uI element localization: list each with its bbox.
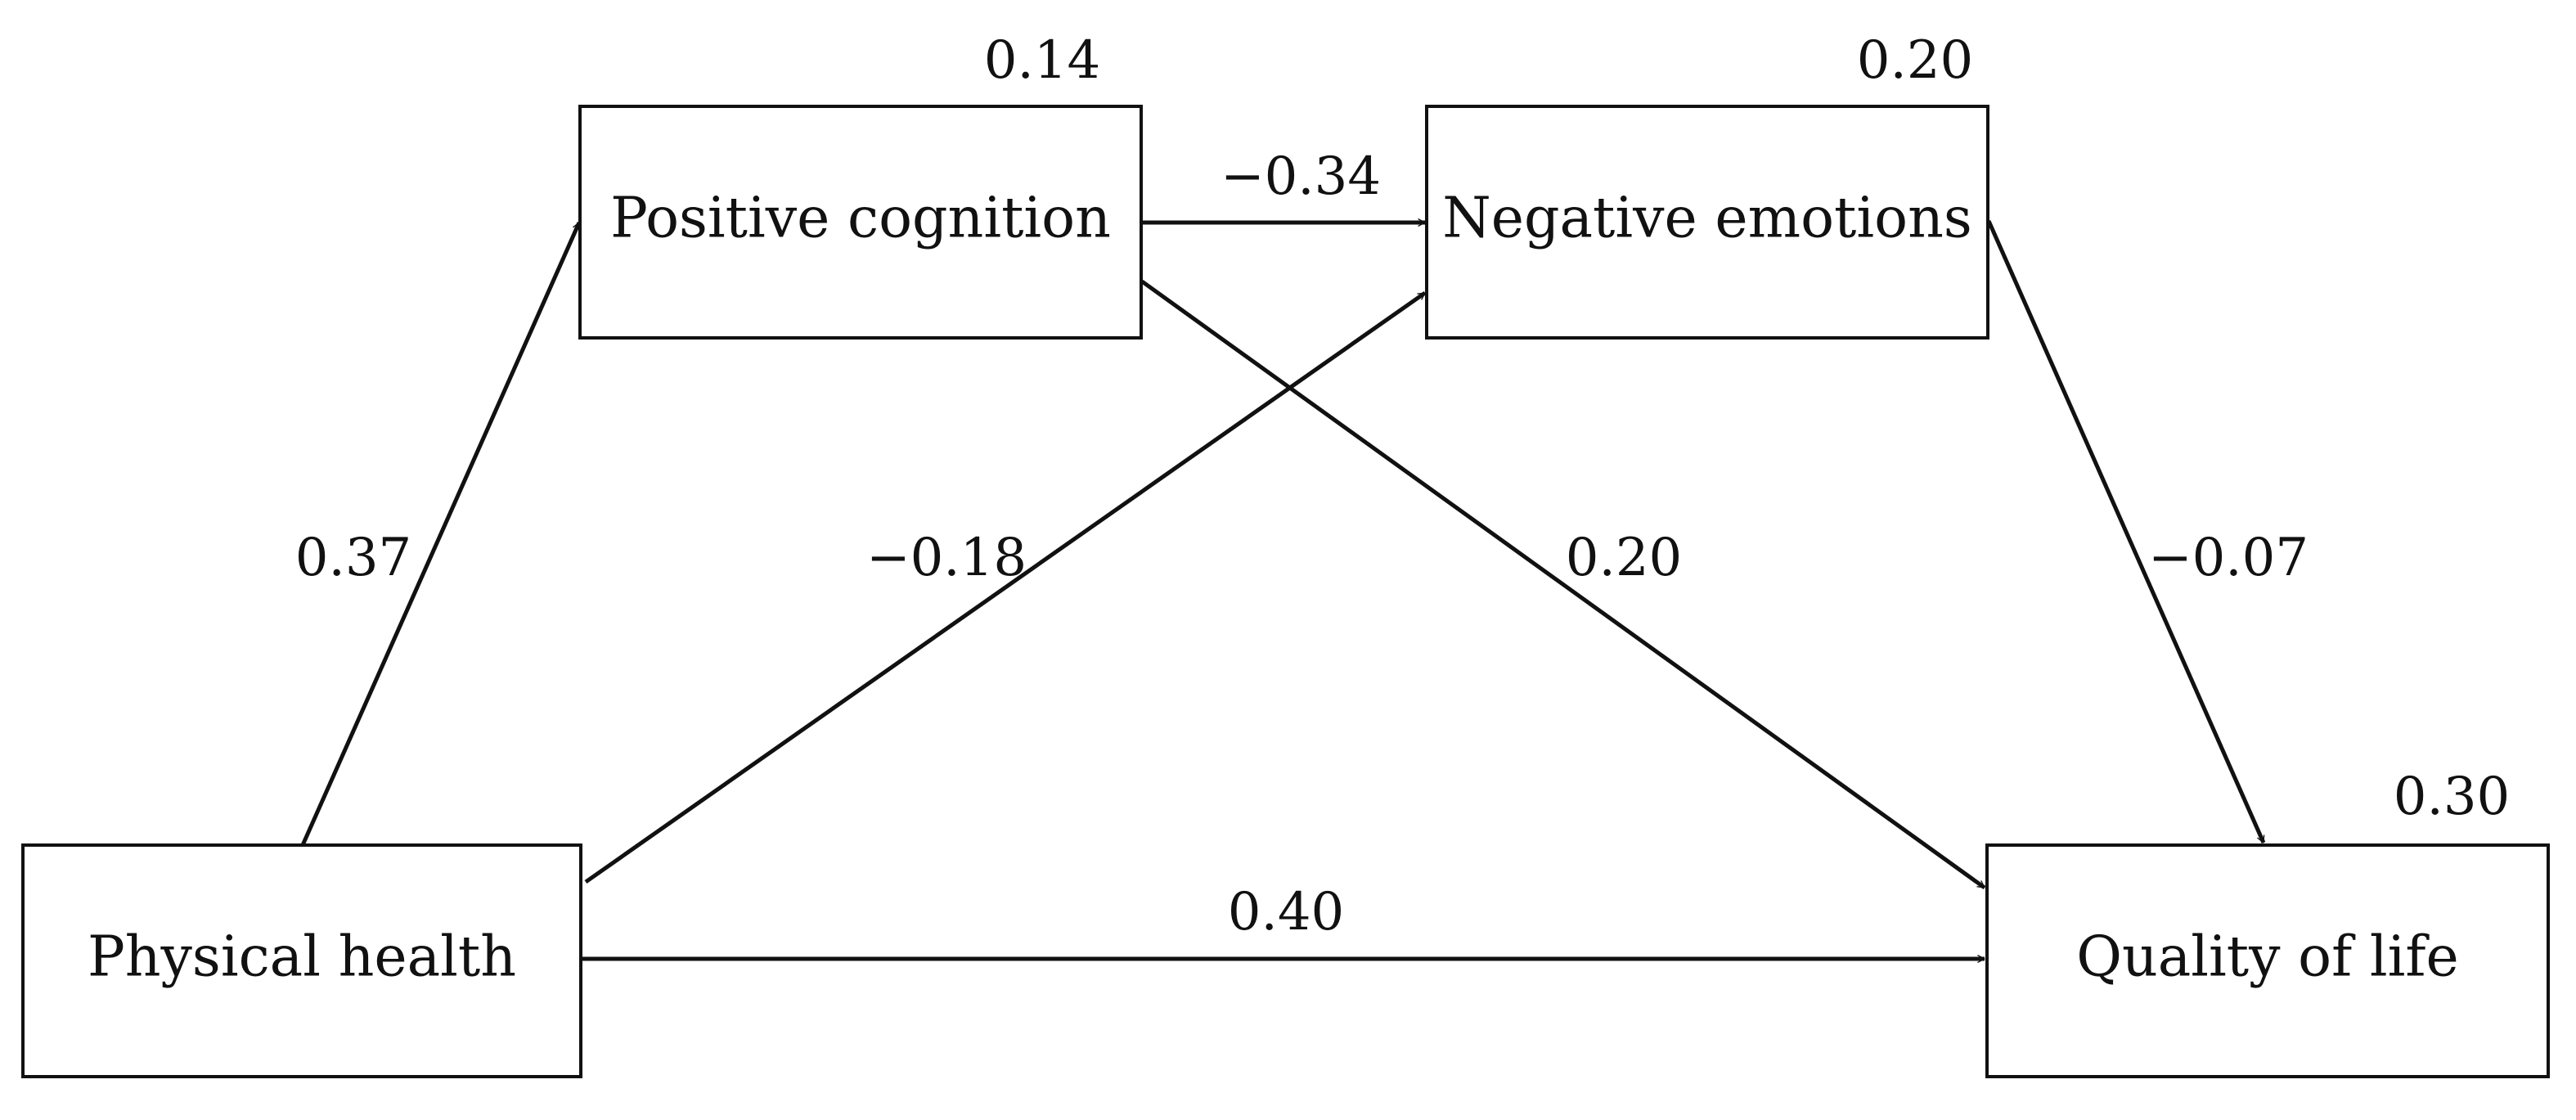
node-label: Positive cognition [610,187,1111,251]
r2-positive-cognition: 0.14 [984,30,1101,91]
r2-negative-emotions: 0.20 [1857,30,1974,91]
path-physical-health-to-positive-cognition [300,223,582,847]
node-positive-cognition: Positive cognition [578,105,1143,340]
node-box [578,105,1143,340]
node-negative-emotions: Negative emotions [1425,105,1989,340]
node-label: Negative emotions [1442,187,1972,251]
node-label: Physical health [88,925,516,990]
coef-physical-health-to-negative-emotions: −0.18 [866,528,1027,588]
node-label: Quality of life [2076,925,2459,990]
coef-physical-health-to-positive-cognition: 0.37 [295,528,412,588]
node-box [1985,843,2550,1078]
node-physical-health: Physical health [21,843,582,1078]
coef-positive-cognition-to-quality-of-life: 0.20 [1566,528,1683,588]
path-physical-health-to-negative-emotions [584,290,1427,884]
node-quality-of-life: Quality of life [1985,843,2550,1078]
coef-physical-health-to-quality-of-life: 0.40 [1228,882,1345,942]
coef-positive-cognition-to-negative-emotions: −0.34 [1221,146,1381,207]
r2-quality-of-life: 0.30 [2394,767,2511,827]
path-negative-emotions-to-quality-of-life [1986,219,2266,843]
node-box [21,843,582,1078]
path-positive-cognition-to-quality-of-life [1140,279,1986,890]
node-box [1425,105,1989,340]
coef-negative-emotions-to-quality-of-life: −0.07 [2148,528,2309,588]
